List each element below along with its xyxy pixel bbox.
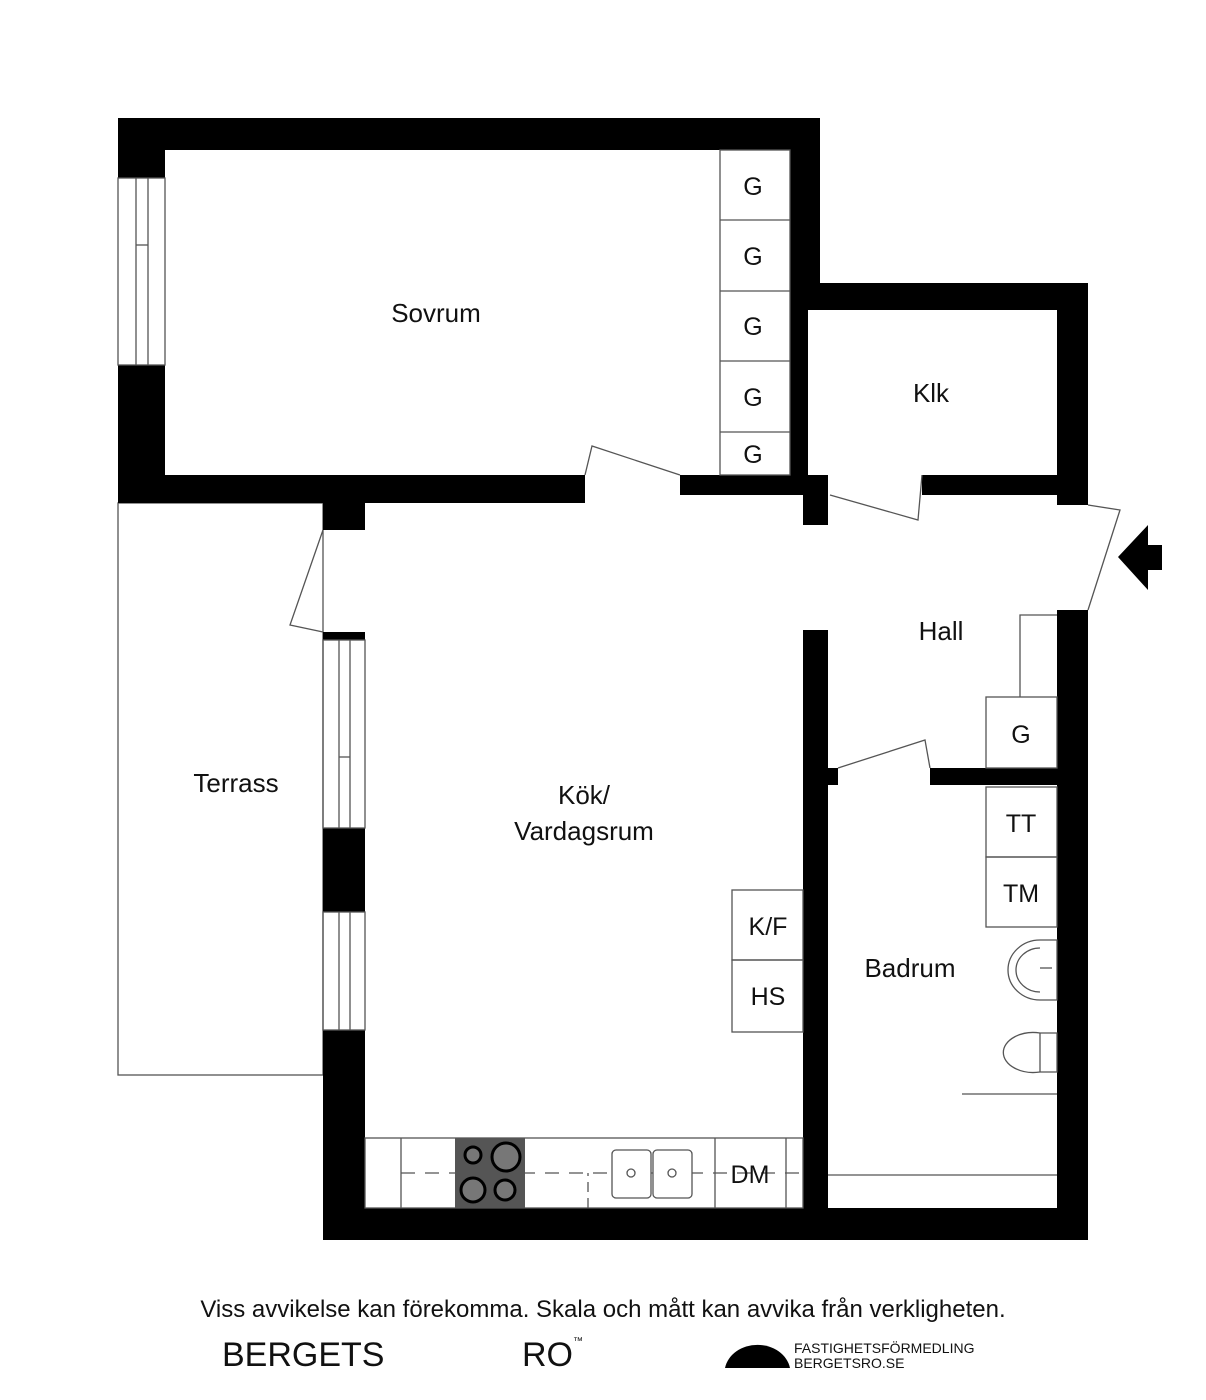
wardrobe-label: G (1011, 721, 1030, 749)
room-label-hall: Hall (919, 616, 964, 646)
room-label-vardagsrum: Vardagsrum (514, 816, 654, 846)
tm-label: TM (1003, 880, 1039, 908)
tagline-2: BERGETSRO.SE (794, 1355, 905, 1371)
brand-right: RO™ (522, 1336, 583, 1375)
hall-bath-fixtures (731, 614, 1058, 1176)
sink-icon (611, 1149, 693, 1199)
toilet-icon (1002, 1031, 1058, 1074)
tagline-1: FASTIGHETSFÖRMEDLING (794, 1340, 975, 1356)
tt-label: TT (1006, 810, 1037, 838)
dm-label: DM (731, 1161, 770, 1189)
entrance-arrow-icon (1118, 525, 1162, 590)
washbasin-icon (1007, 939, 1058, 1001)
wardrobe-label: G (743, 313, 762, 341)
stove-icon (455, 1138, 525, 1208)
room-label-kok: Kök/ (558, 780, 611, 810)
hs-label: HS (751, 983, 786, 1011)
door-swings (289, 445, 1121, 769)
walls (118, 118, 1088, 1240)
wardrobe-label: G (743, 384, 762, 412)
room-label-klk: Klk (913, 378, 950, 408)
wardrobe-label: G (743, 173, 762, 201)
windows (117, 177, 366, 1031)
room-label-badrum: Badrum (864, 953, 955, 983)
kitchen-counter (364, 1137, 804, 1209)
wardrobe-label: G (743, 441, 762, 469)
trademark: ™ (573, 1336, 583, 1347)
wardrobe-label: G (743, 243, 762, 271)
brand-right-text: RO (522, 1336, 573, 1374)
room-label-sovrum: Sovrum (391, 298, 481, 328)
brand-left: BERGETS (222, 1336, 385, 1374)
kf-label: K/F (749, 913, 788, 941)
disclaimer: Viss avvikelse kan förekomma. Skala och … (200, 1296, 1006, 1323)
room-label-terrass: Terrass (193, 768, 278, 798)
logo-arch-icon (725, 1344, 790, 1368)
wardrobes-bedroom (719, 149, 791, 476)
